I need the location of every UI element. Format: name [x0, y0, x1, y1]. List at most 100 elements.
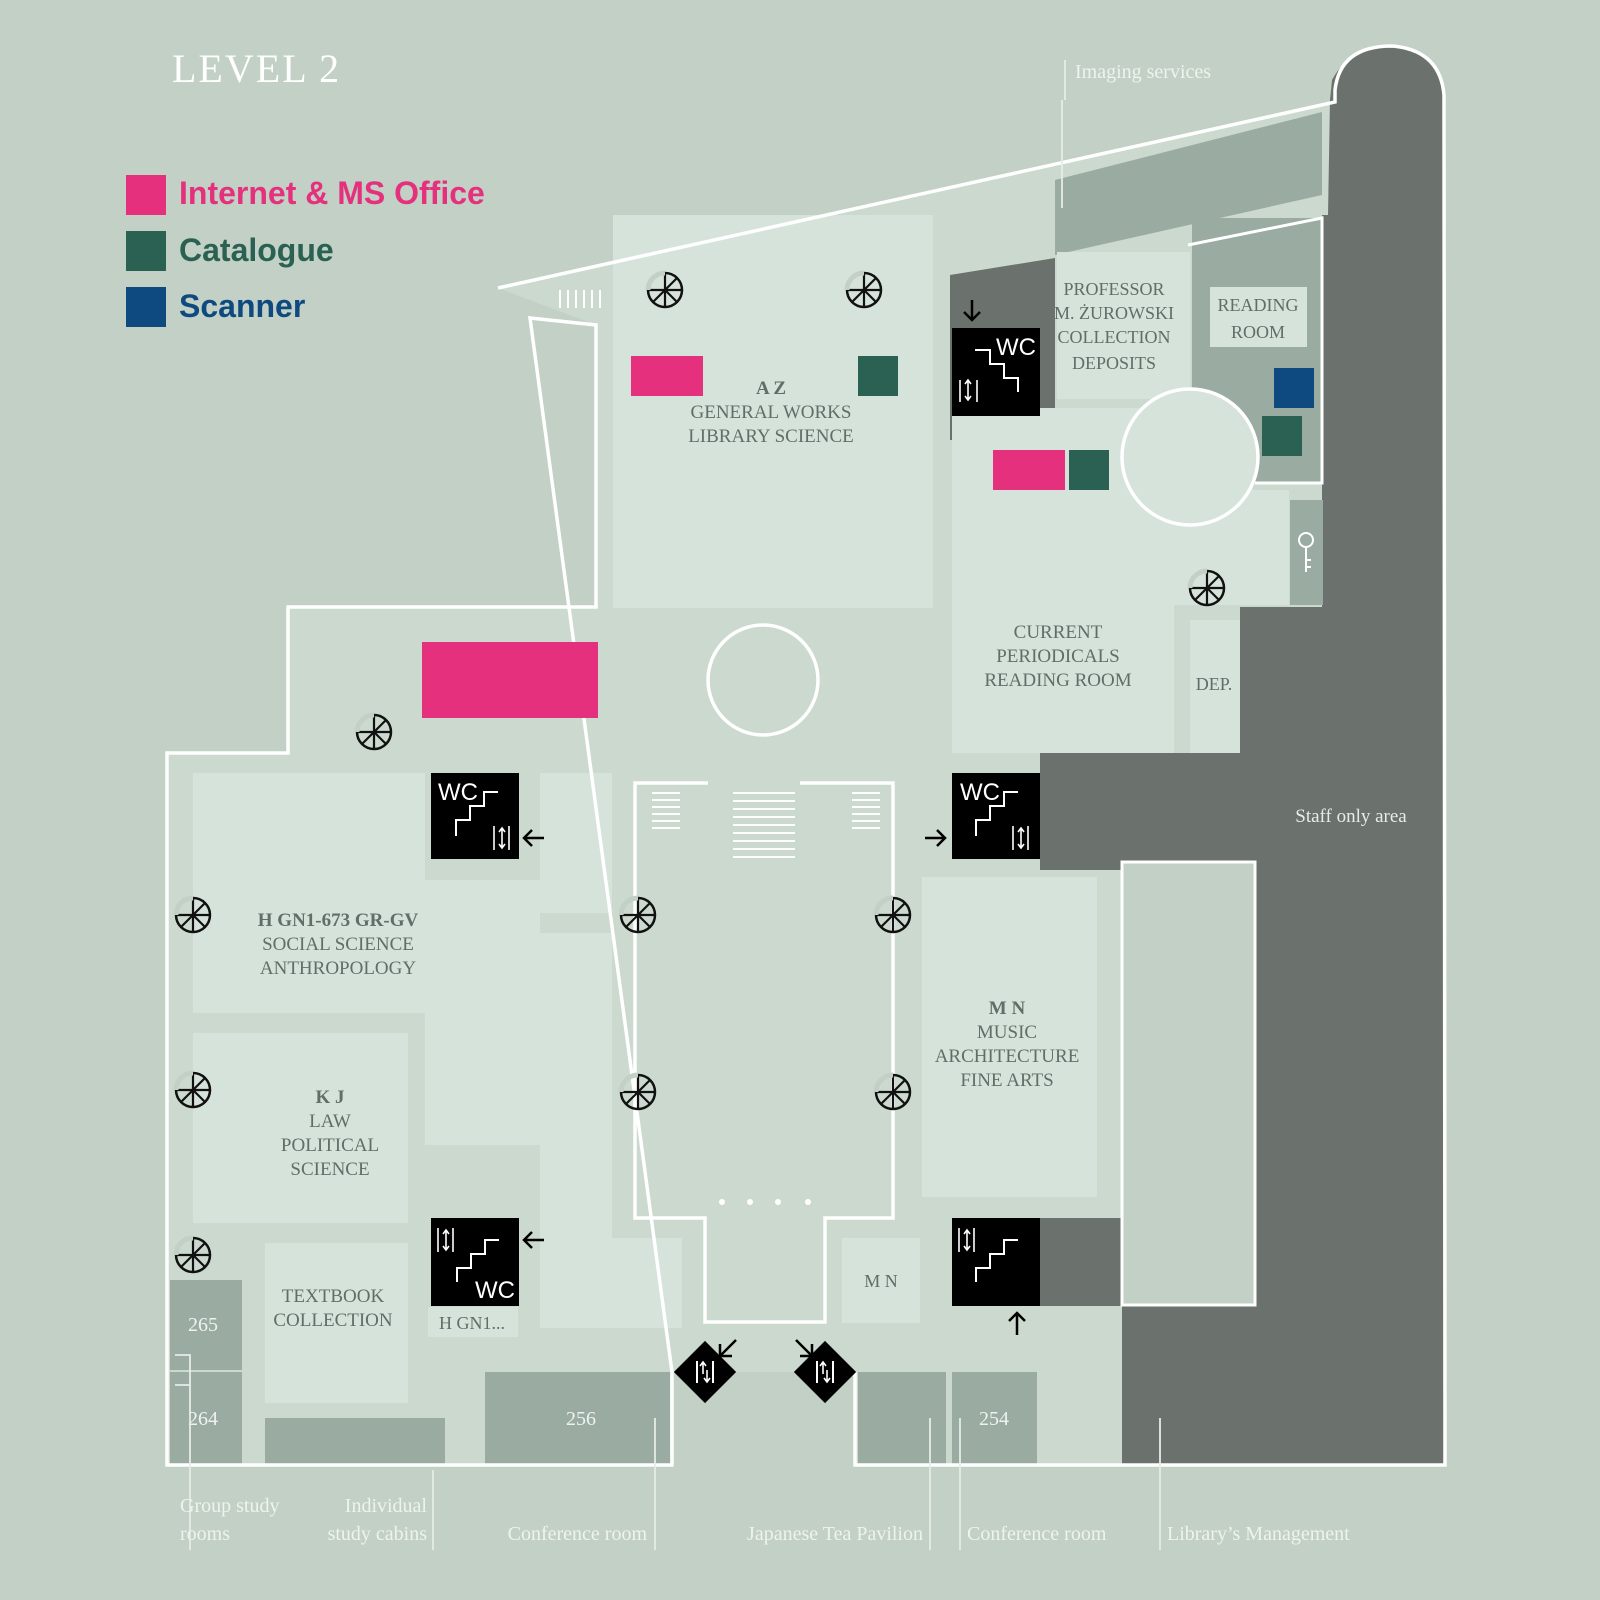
- catalogue-station-periodicals[interactable]: [1069, 450, 1109, 490]
- internet-station-periodicals[interactable]: [993, 450, 1065, 490]
- room-periodicals-line3: READING ROOM: [984, 670, 1131, 691]
- room-254-label: 254: [979, 1408, 1009, 1430]
- spiral-staircase-icon: [1190, 571, 1224, 605]
- wc-label: WC: [996, 334, 1036, 361]
- room-h-line1: SOCIAL SCIENCE: [262, 934, 414, 955]
- stairs-block-right-lower[interactable]: [952, 1218, 1040, 1306]
- spiral-staircase-icon: [847, 273, 881, 307]
- outer-wall: [165, 44, 1447, 1467]
- room-az: [613, 215, 933, 608]
- reading-room-wall: [1187, 216, 1324, 485]
- wc-block-right-upper[interactable]: WC: [952, 773, 1040, 859]
- wc-label: WC: [438, 779, 478, 806]
- level-title: LEVEL 2: [172, 46, 341, 91]
- imaging-services-area: [1055, 112, 1322, 255]
- service-dark-bottom: [1040, 1218, 1122, 1306]
- spiral-staircase-icon: [648, 273, 682, 307]
- wc-block-left-lower[interactable]: WC: [431, 1218, 519, 1306]
- internet-station-az[interactable]: [631, 356, 703, 396]
- room-kj-line3: SCIENCE: [290, 1159, 369, 1180]
- room-h-corridor: [425, 880, 540, 1145]
- leader-lines: [175, 60, 1161, 1550]
- conference-room-right-label: Conference room: [967, 1523, 1107, 1545]
- wc-label: WC: [475, 1277, 515, 1304]
- spiral-staircase-icon: [621, 898, 655, 932]
- spiral-staircase-icon: [176, 1073, 210, 1107]
- room-h: [193, 773, 425, 1013]
- arrow-icon: [925, 829, 947, 847]
- individual-cabins-label-1: Individual: [345, 1495, 428, 1517]
- legend-swatch-scanner: [126, 287, 166, 327]
- wc-label: WC: [960, 779, 1000, 806]
- room-textbook-line1: TEXTBOOK: [282, 1286, 385, 1307]
- room-264: [170, 1372, 242, 1464]
- spiral-staircase-icon: [621, 1075, 655, 1109]
- wc-block-left-upper[interactable]: WC: [431, 773, 519, 859]
- arrow-icon: [522, 1231, 544, 1249]
- room-az-code: A Z: [756, 378, 786, 399]
- right-tall-wall: [1120, 860, 1257, 1307]
- key-icon: [1298, 532, 1314, 572]
- room-zurowski-line3: COLLECTION: [1058, 327, 1171, 347]
- room-zurowski-line4: DEPOSITS: [1072, 353, 1156, 373]
- room-zurowski: [1057, 252, 1190, 399]
- room-h-code: H GN1-673 GR-GV: [258, 910, 419, 931]
- room-kj-line2: POLITICAL: [281, 1135, 379, 1156]
- spiral-staircase-icon: [876, 1075, 910, 1109]
- room-tea-pavilion: [858, 1372, 946, 1465]
- legend-swatch-catalogue: [126, 231, 166, 271]
- legend-label-internet: Internet & MS Office: [179, 175, 485, 211]
- room-kj-code: K J: [315, 1087, 344, 1108]
- arrow-icon: [963, 300, 981, 322]
- spiral-staircase-icon: [876, 898, 910, 932]
- atrium-wall: [633, 781, 895, 1324]
- arrow-icon: [795, 1339, 814, 1358]
- staff-only-label: Staff only area: [1295, 806, 1407, 827]
- room-256: [485, 1372, 670, 1465]
- spiral-staircase-icon: [176, 1238, 210, 1272]
- room-kj: [193, 1033, 408, 1223]
- room-h-line2: ANTHROPOLOGY: [260, 958, 417, 979]
- room-254: [952, 1372, 1037, 1465]
- room-zurowski-line1: PROFESSOR: [1063, 279, 1164, 299]
- arrow-icon: [1008, 1311, 1026, 1335]
- room-hgn-small: [428, 1307, 518, 1337]
- room-mn-code: M N: [989, 998, 1026, 1019]
- legend-label-scanner: Scanner: [179, 288, 305, 324]
- scanner-reading-room[interactable]: [1274, 368, 1314, 408]
- room-az-line2: LIBRARY SCIENCE: [688, 426, 854, 447]
- room-right-tall: [1122, 862, 1255, 1305]
- legend-label-catalogue: Catalogue: [179, 232, 334, 268]
- room-reading-label-box: [1210, 287, 1307, 347]
- room-mn: [922, 877, 1097, 1197]
- internet-station-central[interactable]: [422, 642, 598, 718]
- room-left-lower-strip: [540, 933, 612, 1328]
- room-dep-label: DEP.: [1196, 674, 1233, 694]
- group-study-label-2: rooms: [180, 1523, 230, 1545]
- room-kj-line1: LAW: [309, 1111, 351, 1132]
- conference-room-left-label: Conference room: [508, 1523, 648, 1545]
- room-256-label: 256: [566, 1408, 596, 1430]
- room-mn-line2: ARCHITECTURE: [935, 1046, 1080, 1067]
- room-periodicals-line2: PERIODICALS: [996, 646, 1120, 667]
- library-management-label: Library’s Management: [1167, 1523, 1350, 1545]
- room-hgn-small-label: H GN1...: [439, 1313, 505, 1333]
- individual-cabins-label-2: study cabins: [328, 1523, 428, 1545]
- rotunda-central: [706, 623, 820, 737]
- atrium-dots: [719, 1199, 811, 1205]
- room-reading-line2: ROOM: [1231, 322, 1285, 342]
- atrium-steps: [652, 792, 880, 858]
- wc-block-top[interactable]: WC: [952, 328, 1040, 416]
- room-periodicals-line1: CURRENT: [1014, 622, 1103, 643]
- room-mn-small-label: M N: [864, 1271, 898, 1291]
- catalogue-station-az[interactable]: [858, 356, 898, 396]
- room-left-lower-box: [612, 1238, 682, 1328]
- room-265-label: 265: [188, 1314, 218, 1336]
- room-dep: [1190, 620, 1240, 753]
- catalogue-reading-room[interactable]: [1262, 416, 1302, 456]
- rotunda-upper-right: [1120, 387, 1260, 527]
- group-study-label-1: Group study: [180, 1495, 279, 1517]
- entry-hatch: [559, 290, 601, 308]
- room-264-label: 264: [188, 1408, 218, 1430]
